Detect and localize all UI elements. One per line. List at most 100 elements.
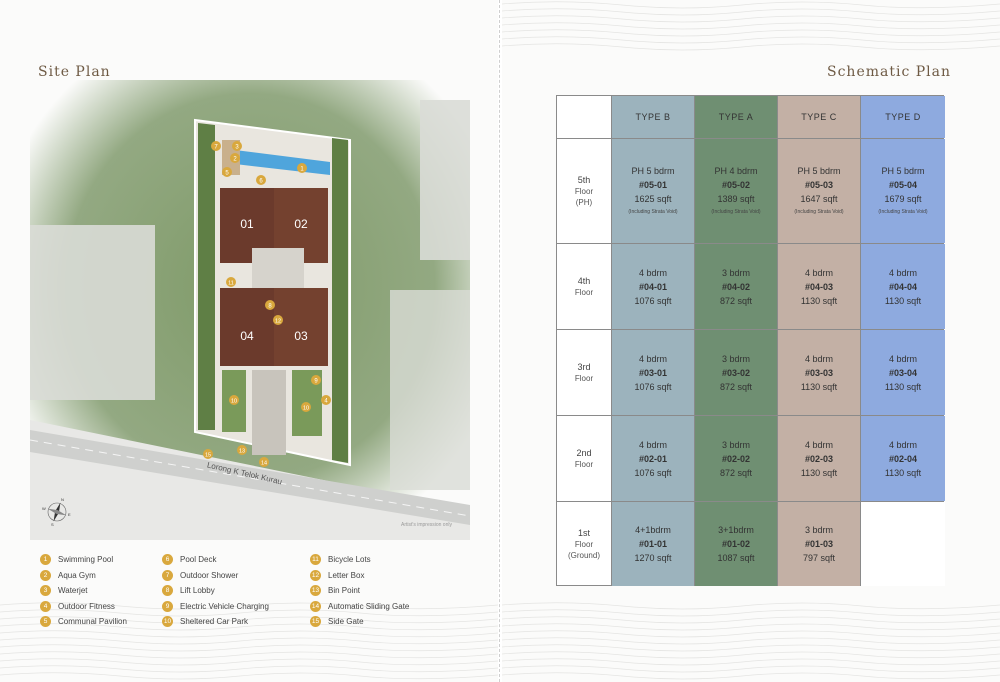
marker-3: 3: [235, 145, 239, 151]
artist-impression-note: Artist's impression only: [401, 522, 452, 528]
site-plan-title: Site Plan: [38, 64, 111, 80]
marker-2: 2: [233, 157, 237, 163]
unit-cell-03-04: 4 bdrm #03-04 1130 sqft: [861, 330, 945, 415]
central-core: [252, 248, 304, 288]
marker-11: 11: [228, 281, 234, 287]
marker-12: 12: [275, 319, 281, 325]
floor-label: 3rd Floor: [557, 330, 612, 415]
marker-8: 8: [268, 304, 272, 310]
marker-10-right: 10: [303, 406, 309, 412]
floor-label: 1st Floor (Ground): [557, 502, 612, 586]
svg-text:W: W: [42, 506, 46, 511]
wave-pattern-bottom: [502, 602, 1000, 680]
block-label-02: 02: [294, 217, 308, 231]
unit-cell-05-03: PH 5 bdrm #05-03 1647 sqft (Including St…: [778, 139, 861, 243]
unit-cell-04-04: 4 bdrm #04-04 1130 sqft: [861, 244, 945, 329]
table-row-3rd-floor: 3rd Floor 4 bdrm #03-01 1076 sqft 3 bdrm…: [557, 329, 945, 415]
marker-13: 13: [239, 449, 245, 455]
marker-4: 4: [324, 399, 328, 405]
unit-cell-01-01: 4+1bdrm #01-01 1270 sqft: [612, 502, 695, 586]
unit-cell-01-03: 3 bdrm #01-03 797 sqft: [778, 502, 861, 586]
wave-pattern-bottom: [0, 602, 498, 680]
site-plan-map: Lorong K Telok Kurau 01 02 04 03: [30, 80, 470, 540]
svg-text:N: N: [61, 497, 64, 502]
marker-10-left: 10: [231, 399, 237, 405]
block-04: [220, 288, 274, 366]
wave-pattern-top: [502, 1, 1000, 51]
svg-text:S: S: [51, 522, 54, 527]
table-row-1st-floor: 1st Floor (Ground) 4+1bdrm #01-01 1270 s…: [557, 501, 945, 586]
unit-cell-02-01: 4 bdrm #02-01 1076 sqft: [612, 416, 695, 501]
unit-cell-05-04: PH 5 bdrm #05-04 1679 sqft (Including St…: [861, 139, 945, 243]
marker-6: 6: [259, 179, 263, 185]
header-corner: [557, 96, 612, 138]
landscape-strip-left: [198, 123, 215, 430]
unit-cell-04-03: 4 bdrm #04-03 1130 sqft: [778, 244, 861, 329]
unit-cell-03-01: 4 bdrm #03-01 1076 sqft: [612, 330, 695, 415]
unit-cell-04-01: 4 bdrm #04-01 1076 sqft: [612, 244, 695, 329]
block-label-04: 04: [240, 329, 254, 343]
table-row-2nd-floor: 2nd Floor 4 bdrm #02-01 1076 sqft 3 bdrm…: [557, 415, 945, 501]
type-c-header: TYPE C: [778, 96, 861, 138]
marker-9: 9: [314, 379, 318, 385]
marker-7: 7: [214, 145, 218, 151]
driveway: [252, 370, 286, 455]
table-row-4th-floor: 4th Floor 4 bdrm #04-01 1076 sqft 3 bdrm…: [557, 243, 945, 329]
block-label-01: 01: [240, 217, 254, 231]
svg-text:E: E: [68, 512, 71, 517]
unit-cell-05-01: PH 5 bdrm #05-01 1625 sqft (Including St…: [612, 139, 695, 243]
marker-14: 14: [261, 461, 267, 467]
floor-label: 5th Floor (PH): [557, 139, 612, 243]
neighbour-building-right-top: [420, 100, 470, 260]
schematic-plan-title: Schematic Plan: [827, 64, 952, 80]
floor-label: 2nd Floor: [557, 416, 612, 501]
unit-cell-02-04: 4 bdrm #02-04 1130 sqft: [861, 416, 945, 501]
table-row-5th-floor: 5th Floor (PH) PH 5 bdrm #05-01 1625 sqf…: [557, 138, 945, 243]
unit-cell-03-02: 3 bdrm #03-02 872 sqft: [695, 330, 778, 415]
road-lane: [30, 430, 470, 525]
unit-cell-03-03: 4 bdrm #03-03 1130 sqft: [778, 330, 861, 415]
unit-cell-04-02: 3 bdrm #04-02 872 sqft: [695, 244, 778, 329]
schematic-table: TYPE B TYPE A TYPE C TYPE D 5th Floor (P…: [556, 95, 945, 586]
marker-1: 1: [300, 167, 304, 173]
floor-label: 4th Floor: [557, 244, 612, 329]
type-a-header: TYPE A: [695, 96, 778, 138]
unit-cell-empty: [861, 502, 945, 586]
site-plan-page: Site Plan Lorong K Telok Kurau: [0, 0, 498, 682]
marker-15: 15: [205, 453, 211, 459]
landscape-strip-right: [332, 138, 348, 463]
neighbour-building-left: [30, 225, 155, 400]
unit-cell-05-02: PH 4 bdrm #05-02 1389 sqft (Including St…: [695, 139, 778, 243]
type-b-header: TYPE B: [612, 96, 695, 138]
unit-cell-02-03: 4 bdrm #02-03 1130 sqft: [778, 416, 861, 501]
neighbour-building-right: [390, 290, 470, 490]
type-d-header: TYPE D: [861, 96, 945, 138]
site-plan-drawing: Lorong K Telok Kurau 01 02 04 03: [30, 80, 470, 540]
table-header-row: TYPE B TYPE A TYPE C TYPE D: [557, 96, 945, 138]
compass-icon: N S E W: [42, 497, 71, 527]
block-03: [274, 288, 328, 366]
page-fold-divider: [499, 0, 501, 682]
amenity-markers: 1 2 3 4 5 6 7 8 9 10 10 11 12 13 14 15: [203, 141, 331, 467]
marker-5: 5: [225, 171, 229, 177]
unit-cell-02-02: 3 bdrm #02-02 872 sqft: [695, 416, 778, 501]
unit-cell-01-02: 3+1bdrm #01-02 1087 sqft: [695, 502, 778, 586]
